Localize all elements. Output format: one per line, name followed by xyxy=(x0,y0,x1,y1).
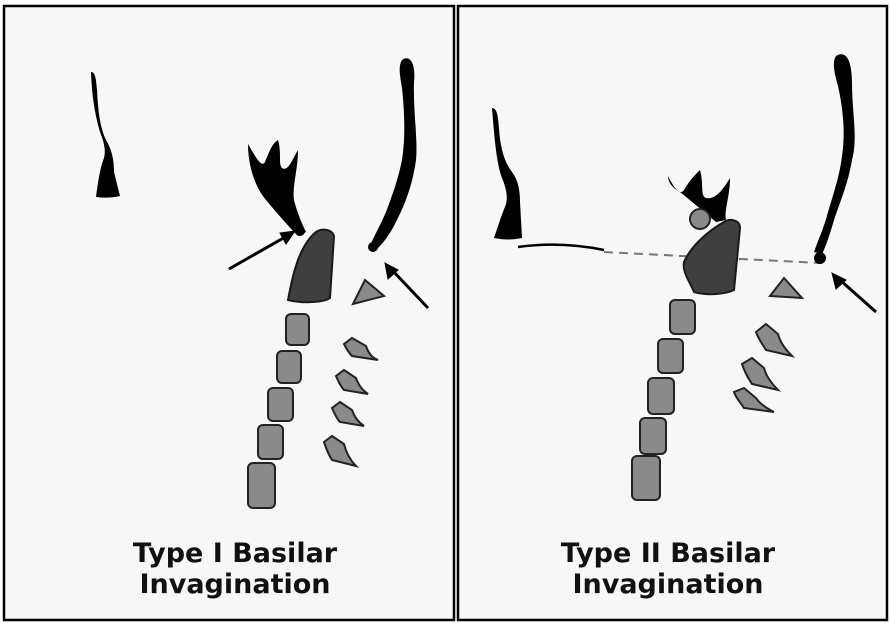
vertebral-body-c6 xyxy=(640,418,666,454)
caption-line-1: Type II Basilar xyxy=(561,538,776,569)
clivus-tip xyxy=(295,226,305,236)
atlas-anterior-arch xyxy=(690,209,710,229)
vertebral-body-c4 xyxy=(658,339,683,373)
vertebral-body-c6 xyxy=(258,425,283,459)
vertebral-body-c4 xyxy=(277,351,301,383)
panel-frame xyxy=(4,6,454,620)
vertebral-body-c7 xyxy=(632,456,660,500)
panel-type-1: Type I Basilar Invagination xyxy=(4,6,454,620)
caption-line-2: Invagination xyxy=(139,569,330,600)
opisthion xyxy=(368,242,378,252)
caption-line-1: Type I Basilar xyxy=(133,538,338,569)
caption-line-2: Invagination xyxy=(572,569,763,600)
vertebral-body-c5 xyxy=(268,388,293,421)
panel-type-2: Type II Basilar Invagination xyxy=(458,6,887,620)
vertebral-body-c7 xyxy=(248,463,275,508)
opisthion xyxy=(814,252,826,264)
vertebral-body-c3 xyxy=(670,300,695,334)
vertebral-body-c5 xyxy=(648,378,674,414)
vertebral-body-c3 xyxy=(286,314,309,345)
